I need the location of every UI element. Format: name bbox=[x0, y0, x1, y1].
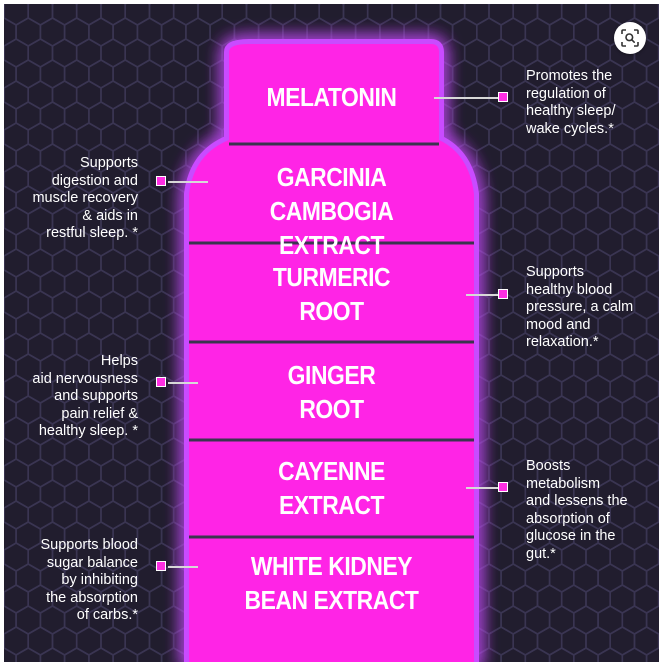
segment-label-melatonin: MELATONIN bbox=[266, 82, 397, 112]
hexagon-cell bbox=[621, 647, 648, 662]
hexagon-cell bbox=[645, 647, 659, 662]
hexagon-cell bbox=[88, 647, 114, 662]
note-ginger-root: Helps aid nervousness and supports pain … bbox=[32, 353, 138, 439]
hexagon-cell bbox=[548, 647, 575, 662]
segment-label-white-kidney-bean: WHITE KIDNEY BEAN EXTRACT bbox=[244, 551, 419, 615]
note-white-kidney-bean: Supports blood sugar balance by inhibiti… bbox=[40, 537, 138, 623]
segment-label-garcinia-cambogia: GARCINIA CAMBOGIA EXTRACT bbox=[269, 162, 394, 260]
hexagon-cell bbox=[524, 647, 551, 662]
connector-melatonin bbox=[434, 97, 500, 99]
bottle-body bbox=[189, 44, 474, 662]
hexagon-cell bbox=[15, 647, 42, 662]
hexagon-cell bbox=[572, 647, 599, 662]
connector-cayenne-extract bbox=[466, 487, 500, 489]
segment-label-turmeric-root: TURMERIC ROOT bbox=[272, 262, 391, 326]
connector-ginger-root bbox=[168, 382, 198, 384]
bottle-graphic bbox=[184, 39, 479, 662]
note-garcinia-cambogia: Supports digestion and muscle recovery &… bbox=[32, 155, 138, 241]
marker-cayenne-extract bbox=[498, 482, 508, 492]
connector-white-kidney-bean bbox=[168, 566, 198, 568]
note-melatonin: Promotes the regulation of healthy sleep… bbox=[526, 68, 616, 137]
connector-garcinia-cambogia bbox=[168, 181, 208, 183]
segment-label-ginger-root: GINGER ROOT bbox=[287, 360, 376, 424]
visual-search-icon bbox=[621, 29, 639, 47]
hexagon-cell bbox=[136, 647, 163, 662]
infographic-frame: MELATONIN GARCINIA CAMBOGIA EXTRACT TURM… bbox=[4, 4, 659, 662]
marker-melatonin bbox=[498, 92, 508, 102]
marker-ginger-root bbox=[156, 377, 166, 387]
hexagon-cell bbox=[597, 647, 624, 662]
marker-white-kidney-bean bbox=[156, 561, 166, 571]
note-turmeric-root: Supports healthy blood pressure, a calm … bbox=[526, 264, 634, 350]
connector-turmeric-root bbox=[466, 294, 500, 296]
hexagon-cell bbox=[500, 647, 527, 662]
hexagon-cell bbox=[160, 647, 187, 662]
segment-label-cayenne-extract: CAYENNE EXTRACT bbox=[278, 456, 385, 520]
hexagon-cell bbox=[39, 647, 66, 662]
marker-garcinia-cambogia bbox=[156, 176, 166, 186]
hexagon-cell bbox=[63, 647, 90, 662]
visual-search-button[interactable] bbox=[614, 22, 646, 54]
hexagon-cell bbox=[475, 647, 502, 662]
hexagon-cell bbox=[112, 647, 139, 662]
marker-turmeric-root bbox=[498, 289, 508, 299]
note-cayenne-extract: Boosts metabolism and lessens the absorp… bbox=[526, 458, 628, 562]
